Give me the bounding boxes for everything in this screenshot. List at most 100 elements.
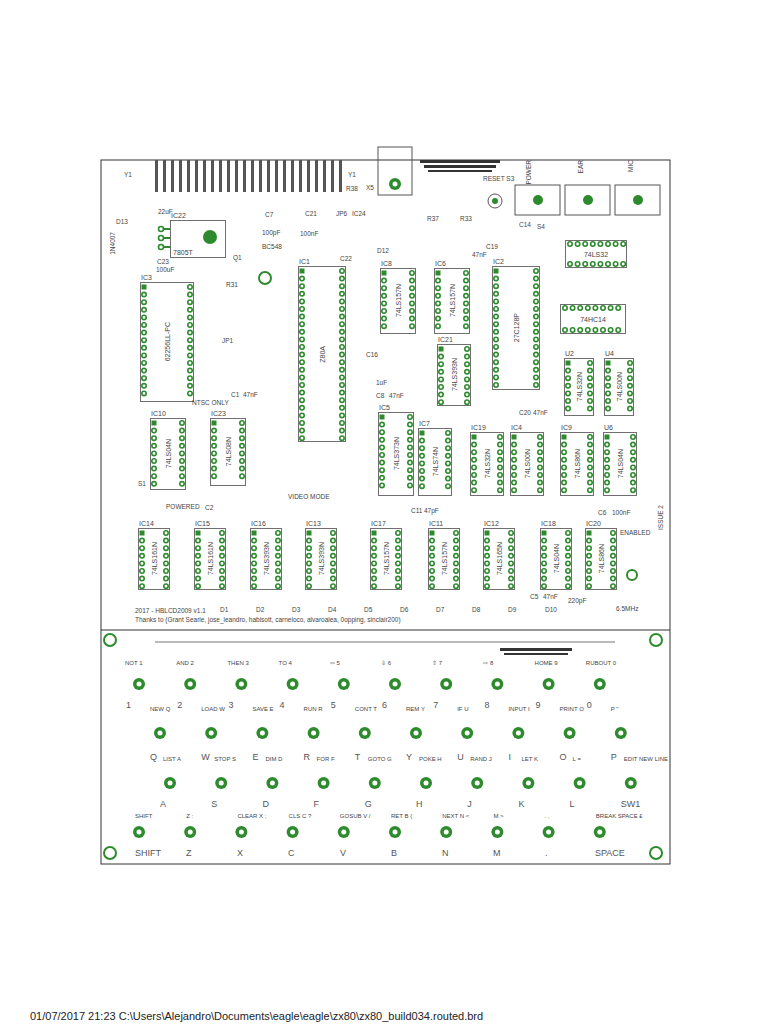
ic-package: IC1774LS157N xyxy=(370,528,402,590)
key-label: 3 xyxy=(228,701,233,710)
silkscreen-label: C20 xyxy=(519,410,531,417)
silkscreen-label: C6 xyxy=(598,510,606,517)
ic-package: IC362256LL-PC xyxy=(140,282,194,402)
key-legend: LIST A xyxy=(163,756,181,762)
designator-label: IC15 xyxy=(195,520,210,527)
key-legend: TO 4 xyxy=(279,660,292,666)
pad-group xyxy=(436,271,469,329)
key-legend: LOAD W xyxy=(201,706,225,712)
silkscreen-label: D8 xyxy=(472,607,480,614)
key-label: H xyxy=(416,800,423,809)
pad-group xyxy=(196,531,225,589)
key-legend: RAND J xyxy=(470,756,492,762)
key-label: A xyxy=(160,800,166,809)
key-label: U xyxy=(457,753,464,762)
silkscreen-label: C21 xyxy=(305,211,317,218)
pad-group xyxy=(212,421,245,479)
key-legend: . , xyxy=(545,813,550,819)
silkscreen-label: D5 xyxy=(364,607,372,614)
ic-package: IC1874LS04N xyxy=(540,528,572,590)
silkscreen-label: JP6 xyxy=(336,211,347,218)
pad-group xyxy=(472,435,503,493)
designator-label: IC21 xyxy=(438,336,453,343)
pad-group xyxy=(152,421,185,486)
designator-label: IC2 xyxy=(493,258,504,265)
ic-package: IC2374LS08N xyxy=(210,418,246,486)
part-number: 74LS04N xyxy=(617,449,624,478)
designator-label: IC13 xyxy=(306,520,321,527)
key-legend: REM Y xyxy=(406,706,425,712)
ic-package: IC1474LS161N xyxy=(138,528,170,590)
silkscreen-label: D1 xyxy=(220,607,228,614)
key-legend: Z : xyxy=(186,813,193,819)
silkscreen-label: 100nF xyxy=(612,510,630,517)
key-label: V xyxy=(340,849,346,858)
silkscreen-label: C1 xyxy=(231,392,239,399)
silkscreen-label: C16 xyxy=(366,352,378,359)
designator-label: IC17 xyxy=(371,520,386,527)
ic-package: IC2074LS86N xyxy=(585,528,617,590)
pad-group xyxy=(252,531,281,589)
key-legend: RUBOUT 0 xyxy=(586,660,616,666)
silkscreen-label: D6 xyxy=(400,607,408,614)
key-legend: LET K xyxy=(521,756,538,762)
key-label: . xyxy=(545,849,548,858)
file-footer: 01/07/2017 21:23 C:\Users\Alejandro\Docu… xyxy=(30,1011,483,1022)
key-legend: ⇨ 8 xyxy=(483,660,493,666)
ic-package: IC674LS157N xyxy=(434,268,470,334)
designator-label: IC14 xyxy=(139,520,154,527)
pad-group xyxy=(439,347,470,405)
key-legend: L = xyxy=(573,756,581,762)
pad-group xyxy=(562,435,593,493)
key-label: D xyxy=(262,800,269,809)
edge-connector xyxy=(155,160,342,192)
mounting-holes xyxy=(104,272,662,859)
silkscreen-label: 47nF xyxy=(389,393,404,400)
silkscreen-label: D12 xyxy=(377,248,389,255)
designator-label: IC16 xyxy=(251,520,266,527)
silkscreen-label: C23 xyxy=(157,259,169,266)
silkscreen-label: C8 xyxy=(376,393,384,400)
pad-group xyxy=(566,361,593,411)
silkscreen-label: X5 xyxy=(366,185,374,192)
key-pads xyxy=(133,678,637,838)
silkscreen-label: D10 xyxy=(545,607,557,614)
part-number: 74LS161N xyxy=(207,542,214,575)
key-label: T xyxy=(355,753,361,762)
silkscreen-label: S1 xyxy=(138,481,146,488)
silkscreen-label: R38 xyxy=(346,186,358,193)
silkscreen-label: RESET S3 xyxy=(483,176,514,183)
key-legend: AND 2 xyxy=(176,660,194,666)
pad-group xyxy=(563,306,621,332)
ic-package: IC774LS74N xyxy=(418,428,452,496)
key-label: K xyxy=(518,800,524,809)
key-legend: BREAK SPACE £ xyxy=(596,813,643,819)
silkscreen-label: NTSC ONLY xyxy=(192,400,229,407)
designator-label: U6 xyxy=(604,424,613,431)
key-legend: RET B ( xyxy=(391,813,412,819)
key-label: 0 xyxy=(587,701,592,710)
silkscreen-label: ISSUE 2 xyxy=(658,505,665,530)
silkscreen-label: POWER xyxy=(526,160,533,185)
key-label: J xyxy=(467,800,472,809)
silkscreen-label: ENABLED xyxy=(620,530,650,537)
key-legend: SHIFT xyxy=(135,813,152,819)
silkscreen-label: C14 xyxy=(519,222,531,229)
key-legend: GOTO G xyxy=(368,756,392,762)
key-legend: M > xyxy=(493,813,503,819)
silkscreen-label: 2017 - HBLCD2009 v1.1 xyxy=(135,608,206,615)
ic-package: IC474LS00N xyxy=(510,432,544,496)
pad-group xyxy=(140,531,169,589)
pad-group xyxy=(606,361,633,411)
key-label: I xyxy=(508,753,511,762)
pad-group xyxy=(568,242,626,266)
designator-label: IC4 xyxy=(511,424,522,431)
silkscreen-label: 47nF xyxy=(533,410,548,417)
part-number: 74LS32 xyxy=(584,251,608,258)
key-legend: STOP S xyxy=(214,756,236,762)
pad-group xyxy=(380,415,413,488)
silkscreen-label: C2 xyxy=(205,505,213,512)
ic-package: U274LS32N xyxy=(564,358,594,416)
part-number: 74LS86N xyxy=(574,449,581,478)
